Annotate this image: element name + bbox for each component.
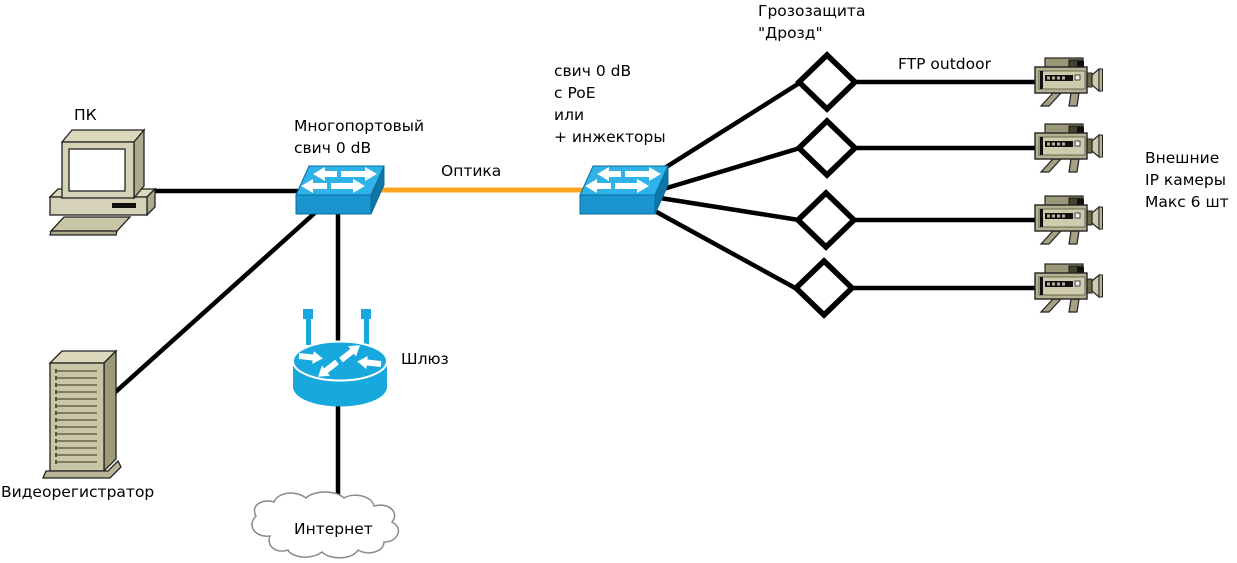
- link-switch2-surge2: [657, 145, 803, 193]
- cable-type-label: FTP outdoor: [898, 55, 991, 73]
- surge-diamond-icon-1: [799, 55, 855, 109]
- link-lines: [108, 79, 1048, 529]
- surge-diamond-icon-2: [799, 121, 855, 175]
- multiport-switch-icon: [295, 165, 385, 215]
- surge-diamond-icon-3: [798, 193, 854, 247]
- link-switch2-surge4: [650, 207, 800, 292]
- surge-protection-label: Грозозащита "Дрозд": [758, 2, 866, 42]
- gateway-label: Шлюз: [401, 350, 449, 368]
- link-switch1-dvr: [108, 208, 320, 399]
- poe-switch-label: свич 0 dB с PoE или + инжекторы: [554, 62, 666, 146]
- pc-label: ПК: [74, 106, 97, 124]
- camera-icon-3: [1034, 195, 1104, 245]
- poe-switch-icon: [579, 165, 669, 215]
- camera-icon-2: [1034, 123, 1104, 173]
- pc-icon: [48, 128, 157, 236]
- multiport-switch-label: Многопортовый свич 0 dB: [294, 117, 425, 157]
- optics-label: Оптика: [441, 162, 502, 180]
- cameras-note-label: Внешние IP камеры Макс 6 шт: [1145, 149, 1229, 211]
- link-switch2-surge1: [649, 79, 804, 179]
- dvr-icon: [42, 349, 122, 479]
- internet-label: Интернет: [294, 520, 373, 538]
- camera-icon-1: [1034, 57, 1104, 107]
- router-icon: [292, 309, 388, 407]
- internet-cloud-icon: [251, 491, 400, 559]
- surge-diamond-icon-4: [796, 261, 852, 315]
- dvr-label: Видеорегистратор: [1, 483, 155, 501]
- camera-icon-4: [1034, 263, 1104, 313]
- link-switch2-surge3: [657, 195, 802, 223]
